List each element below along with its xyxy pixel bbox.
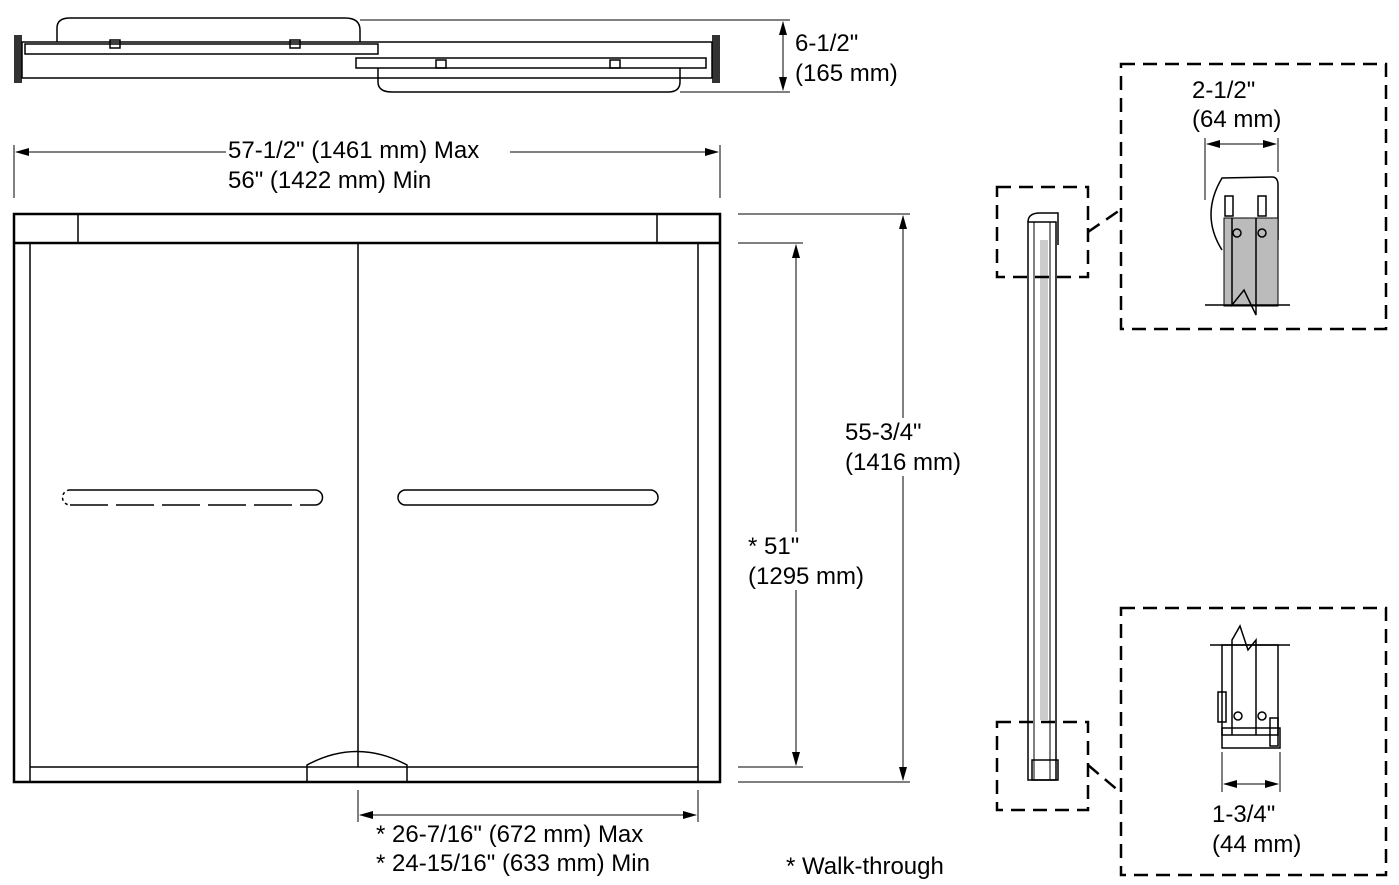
depth-dimension-in: 6-1/2"	[795, 30, 858, 57]
frame-outline	[12, 212, 722, 784]
front-view	[12, 212, 722, 784]
top-view: 6-1/2" (165 mm)	[14, 17, 898, 93]
footnote: * Walk-through	[786, 853, 944, 880]
detail-bottom: 1-3/4" (44 mm)	[1119, 606, 1388, 877]
inner-panel-towel-bar	[70, 489, 324, 506]
outer-panel-towel-bar	[397, 489, 659, 506]
inner-panel-rail	[24, 43, 379, 55]
width-dimension: 57-1/2" (1461 mm) Max 56" (1422 mm) Min	[13, 137, 721, 198]
detail-top-width-in: 2-1/2"	[1192, 77, 1255, 104]
depth-dimension-mm: (165 mm)	[795, 60, 898, 87]
opening-width-max: * 26-7/16" (672 mm) Max	[376, 821, 643, 848]
opening-height-in: * 51"	[748, 533, 799, 560]
inner-panel-handle	[56, 17, 361, 42]
width-min: 56" (1422 mm) Min	[228, 167, 431, 194]
detail-bottom-width-in: 1-3/4"	[1212, 801, 1275, 828]
detail-bottom-width-mm: (44 mm)	[1212, 831, 1301, 858]
height-mm: (1416 mm)	[845, 449, 961, 476]
outer-panel-handle	[377, 68, 681, 93]
bottom-guide	[306, 750, 408, 782]
detail-top: 2-1/2" (64 mm)	[1119, 62, 1388, 331]
opening-height-mm: (1295 mm)	[748, 563, 864, 590]
left-end-cap	[14, 35, 22, 83]
height-in: 55-3/4"	[845, 419, 922, 446]
track-outline	[21, 41, 713, 79]
bottom-detail-callout	[995, 720, 1090, 812]
right-end-cap	[712, 35, 720, 83]
opening-width-dimension: * 26-7/16" (672 mm) Max * 24-15/16" (633…	[357, 790, 944, 880]
side-view	[995, 185, 1121, 812]
width-max: 57-1/2" (1461 mm) Max	[228, 137, 479, 164]
outer-panel-rail	[355, 57, 707, 69]
detail-top-width-mm: (64 mm)	[1192, 106, 1281, 133]
height-dimensions: 55-3/4" (1416 mm) * 51" (1295 mm)	[738, 213, 973, 783]
opening-width-min: * 24-15/16" (633 mm) Min	[376, 850, 650, 877]
